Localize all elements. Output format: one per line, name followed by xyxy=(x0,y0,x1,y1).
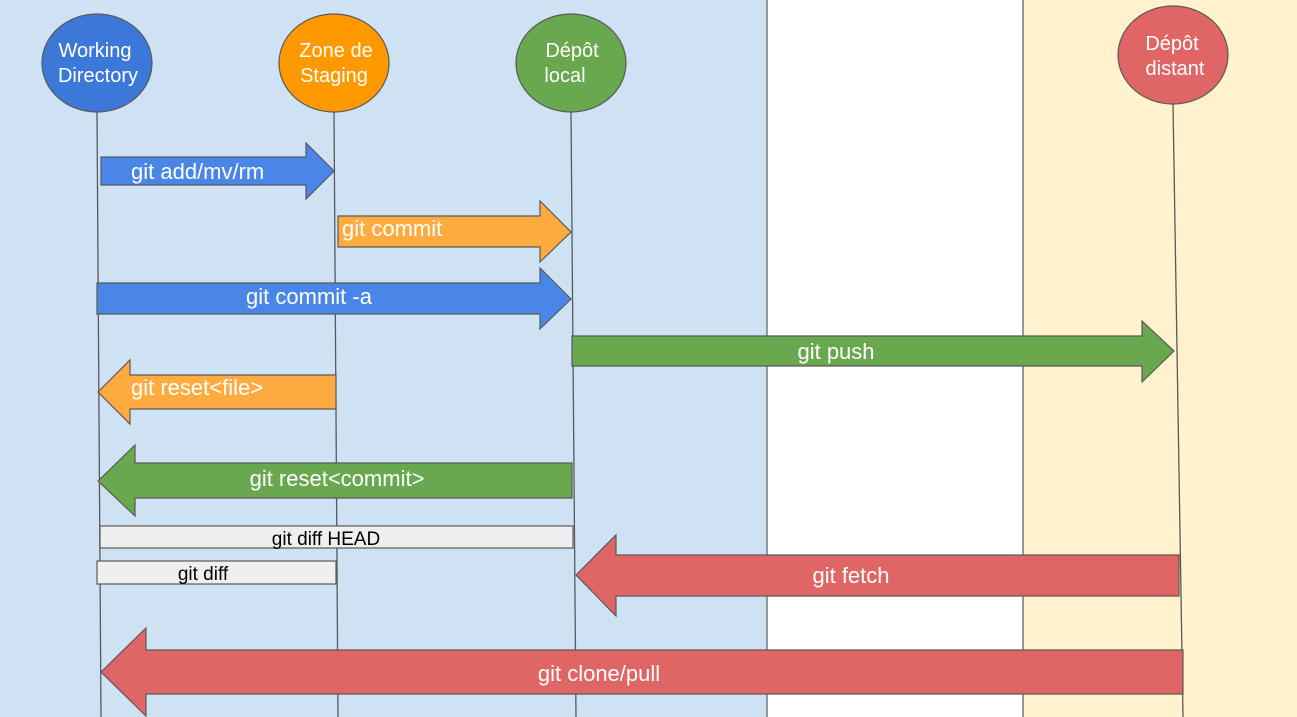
git-add-arrow: git add/mv/rm xyxy=(100,141,335,201)
git-push-arrow-shape xyxy=(571,319,1175,384)
git-reset-commit-arrow-shape xyxy=(97,443,573,518)
git-diff-head-box: git diff HEAD xyxy=(99,525,574,550)
git-diff-head-label: git diff HEAD xyxy=(272,529,380,550)
remote-repo-label-line1: Dépôt xyxy=(1145,33,1199,55)
git-clone-pull-label: git clone/pull xyxy=(538,661,660,686)
local-repo-lifeline xyxy=(570,111,577,717)
git-reset-commit-arrow: git reset<commit> xyxy=(97,443,573,518)
git-reset-file-arrow-shape xyxy=(97,358,337,426)
git-diff-rect xyxy=(96,560,337,585)
git-reset-file-arrow: git reset<file> xyxy=(97,358,337,426)
git-add-label: git add/mv/rm xyxy=(131,159,264,184)
remote-repo-node: Dépôt distant xyxy=(1117,5,1229,105)
git-add-arrow-shape xyxy=(100,141,335,201)
git-commit-label: git commit xyxy=(342,216,442,241)
git-fetch-arrow-shape xyxy=(575,533,1180,618)
remote-repo-label-line2: distant xyxy=(1146,58,1205,80)
staging-label-line2: Staging xyxy=(300,65,368,87)
git-reset-commit-label: git reset<commit> xyxy=(250,466,425,491)
remote-repo-lifeline xyxy=(1172,103,1184,717)
git-clone-pull-arrow-shape xyxy=(100,626,1184,717)
git-push-arrow: git push xyxy=(571,319,1175,384)
git-commit-a-arrow: git commit -a xyxy=(96,266,572,331)
git-commit-arrow: git commit xyxy=(337,199,572,264)
staging-lifeline xyxy=(333,111,339,717)
git-commit-a-arrow-shape xyxy=(96,266,572,331)
working-directory-lifeline xyxy=(96,111,102,717)
git-clone-pull-arrow: git clone/pull xyxy=(100,626,1184,717)
git-fetch-arrow: git fetch xyxy=(575,533,1180,618)
local-repo-label-line2: local xyxy=(544,65,585,87)
local-repo-label-line1: Dépôt xyxy=(545,40,599,62)
working-directory-label-line1: Working xyxy=(59,40,132,62)
git-reset-file-label: git reset<file> xyxy=(131,375,263,400)
git-push-label: git push xyxy=(797,339,874,364)
git-commit-a-label: git commit -a xyxy=(246,284,373,309)
local-repo-circle xyxy=(515,13,627,113)
remote-repo-circle xyxy=(1117,5,1229,105)
git-diff-head-rect xyxy=(99,525,574,549)
local-repo-node: Dépôt local xyxy=(515,13,627,113)
working-directory-circle xyxy=(41,13,153,113)
working-directory-node: Working Directory xyxy=(41,13,153,113)
git-diff-label: git diff xyxy=(178,564,229,585)
git-fetch-label: git fetch xyxy=(812,563,889,588)
working-directory-label-line2: Directory xyxy=(58,65,138,87)
staging-node: Zone de Staging xyxy=(278,13,390,113)
staging-label-line1: Zone de xyxy=(299,40,372,62)
git-diff-box: git diff xyxy=(96,560,337,585)
staging-circle xyxy=(278,13,390,113)
git-commit-arrow-shape xyxy=(337,199,572,264)
